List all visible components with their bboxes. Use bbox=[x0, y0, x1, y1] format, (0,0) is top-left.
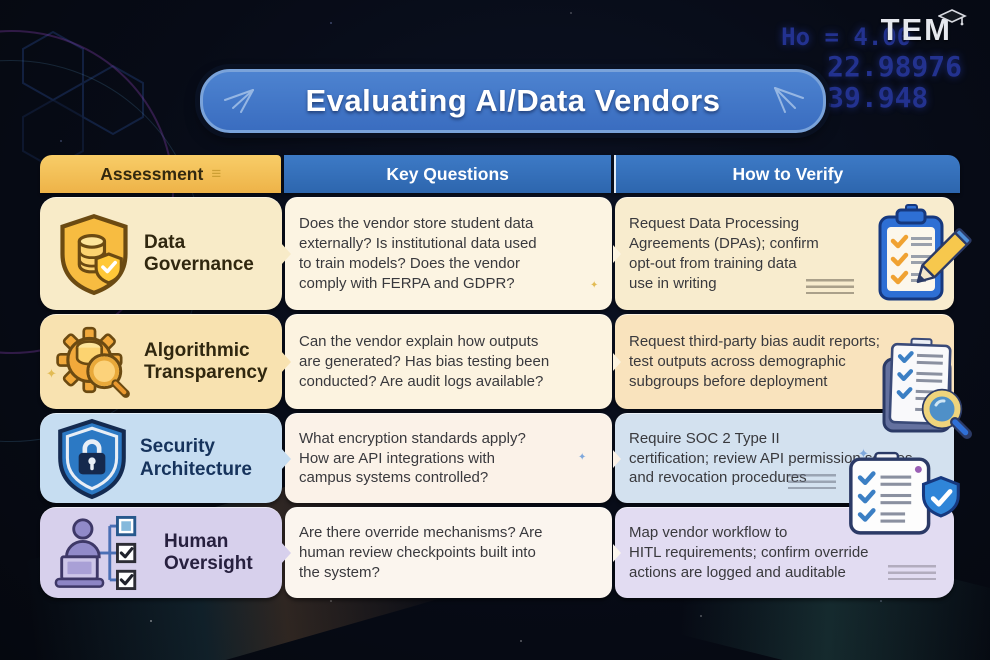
clipboard-pencil-icon bbox=[878, 204, 972, 301]
tem-logo-text: TEM bbox=[880, 12, 952, 47]
arrow-tip bbox=[613, 449, 621, 468]
database-shield-icon bbox=[60, 213, 128, 296]
star-dots-decor bbox=[0, 0, 2, 2]
assessment-label: Data Governance bbox=[144, 231, 254, 275]
assessment-cell: Algorithmic Transparency bbox=[40, 314, 291, 409]
sparkle-icon: ✦ bbox=[578, 452, 587, 463]
paper-plane-doodle-icon bbox=[774, 87, 804, 113]
tem-logo: TEM bbox=[880, 9, 968, 48]
background-atomic-numbers: Ho = 4.00 22.98976 39.948 bbox=[781, 24, 962, 115]
lines-decor bbox=[788, 474, 836, 489]
arrow-tip bbox=[613, 353, 621, 371]
key-questions-cell: Can the vendor explain how outputs are g… bbox=[285, 314, 621, 409]
person-checkboxes-icon bbox=[54, 515, 137, 591]
question-text: Does the vendor store student data exter… bbox=[299, 215, 537, 292]
key-questions-cell: What encryption standards apply? How are… bbox=[285, 413, 621, 503]
title-banner: Evaluating AI/Data Vendors bbox=[200, 69, 826, 133]
assessment-cell: Security Architecture bbox=[40, 413, 291, 503]
question-text: What encryption standards apply? How are… bbox=[299, 429, 526, 487]
list-lines-icon: ≡ bbox=[211, 164, 222, 183]
arrow-tip bbox=[613, 245, 621, 263]
lines-decor bbox=[888, 565, 936, 580]
clipboard-magnifier-icon bbox=[882, 337, 972, 439]
arrow-tip bbox=[281, 351, 291, 373]
verify-text: Request third-party bias audit reports; … bbox=[629, 333, 880, 390]
header-label: Assessment bbox=[100, 163, 204, 184]
column-header-key-questions: Key Questions bbox=[284, 155, 611, 193]
verify-text: Map vendor workflow to HITL requirements… bbox=[629, 524, 869, 581]
table-row-human-oversight: Human Oversight Are there override mecha… bbox=[40, 507, 960, 598]
background-number: 39.948 bbox=[827, 81, 929, 115]
page-title: Evaluating AI/Data Vendors bbox=[305, 83, 721, 118]
key-questions-cell: Does the vendor store student data exter… bbox=[285, 197, 621, 310]
paper-plane-doodle-icon bbox=[224, 89, 254, 113]
assessment-label: Human Oversight bbox=[164, 530, 253, 574]
gear-magnifier-icon bbox=[56, 326, 130, 398]
key-questions-cell: Are there override mechanisms? Are human… bbox=[285, 507, 621, 598]
assessment-label: Security Architecture bbox=[140, 436, 252, 480]
arrow-tip bbox=[281, 243, 291, 265]
table-row-data-governance: Data Governance Does the vendor store st… bbox=[40, 197, 972, 310]
arrow-tip bbox=[613, 544, 621, 562]
table-row-security-architecture: Security Architecture What encryption st… bbox=[40, 413, 960, 535]
arrow-tip bbox=[281, 542, 291, 564]
sparkle-icon: ✦ bbox=[858, 446, 869, 461]
assessment-label: Algorithmic Transparency bbox=[144, 339, 268, 383]
table-header-row: Assessment ≡ Key Questions How to Verify bbox=[40, 155, 960, 193]
how-to-verify-cell: Require SOC 2 Type II certification; rev… bbox=[615, 413, 960, 535]
graduation-cap-icon bbox=[938, 9, 967, 26]
table-row-algorithmic-transparency: Algorithmic Transparency Can the vendor … bbox=[40, 314, 972, 439]
lines-decor bbox=[806, 279, 854, 294]
question-text: Are there override mechanisms? Are human… bbox=[299, 524, 543, 581]
column-header-assessment: Assessment ≡ bbox=[40, 155, 282, 193]
assessment-cell: Human Oversight bbox=[40, 507, 291, 598]
sparkle-icon: ✦ bbox=[590, 280, 599, 291]
verify-text: Request Data Processing Agreements (DPAs… bbox=[629, 215, 819, 292]
how-to-verify-cell: Request third-party bias audit reports; … bbox=[615, 314, 972, 439]
sparkle-icon: ✦ bbox=[46, 366, 57, 381]
vendor-evaluation-table: Assessment ≡ Key Questions How to Verify… bbox=[40, 155, 972, 598]
column-header-how-to-verify: How to Verify bbox=[613, 155, 960, 193]
assessment-cell: Data Governance bbox=[40, 197, 291, 310]
shield-lock-icon bbox=[58, 418, 126, 499]
background-number: Ho = 4.00 bbox=[781, 23, 912, 51]
arrow-tip bbox=[281, 447, 291, 470]
background-number: 22.98976 bbox=[827, 49, 962, 83]
question-text: Can the vendor explain how outputs are g… bbox=[299, 333, 550, 390]
checklist-shield-icon bbox=[849, 451, 960, 535]
how-to-verify-cell: Request Data Processing Agreements (DPAs… bbox=[615, 197, 972, 310]
